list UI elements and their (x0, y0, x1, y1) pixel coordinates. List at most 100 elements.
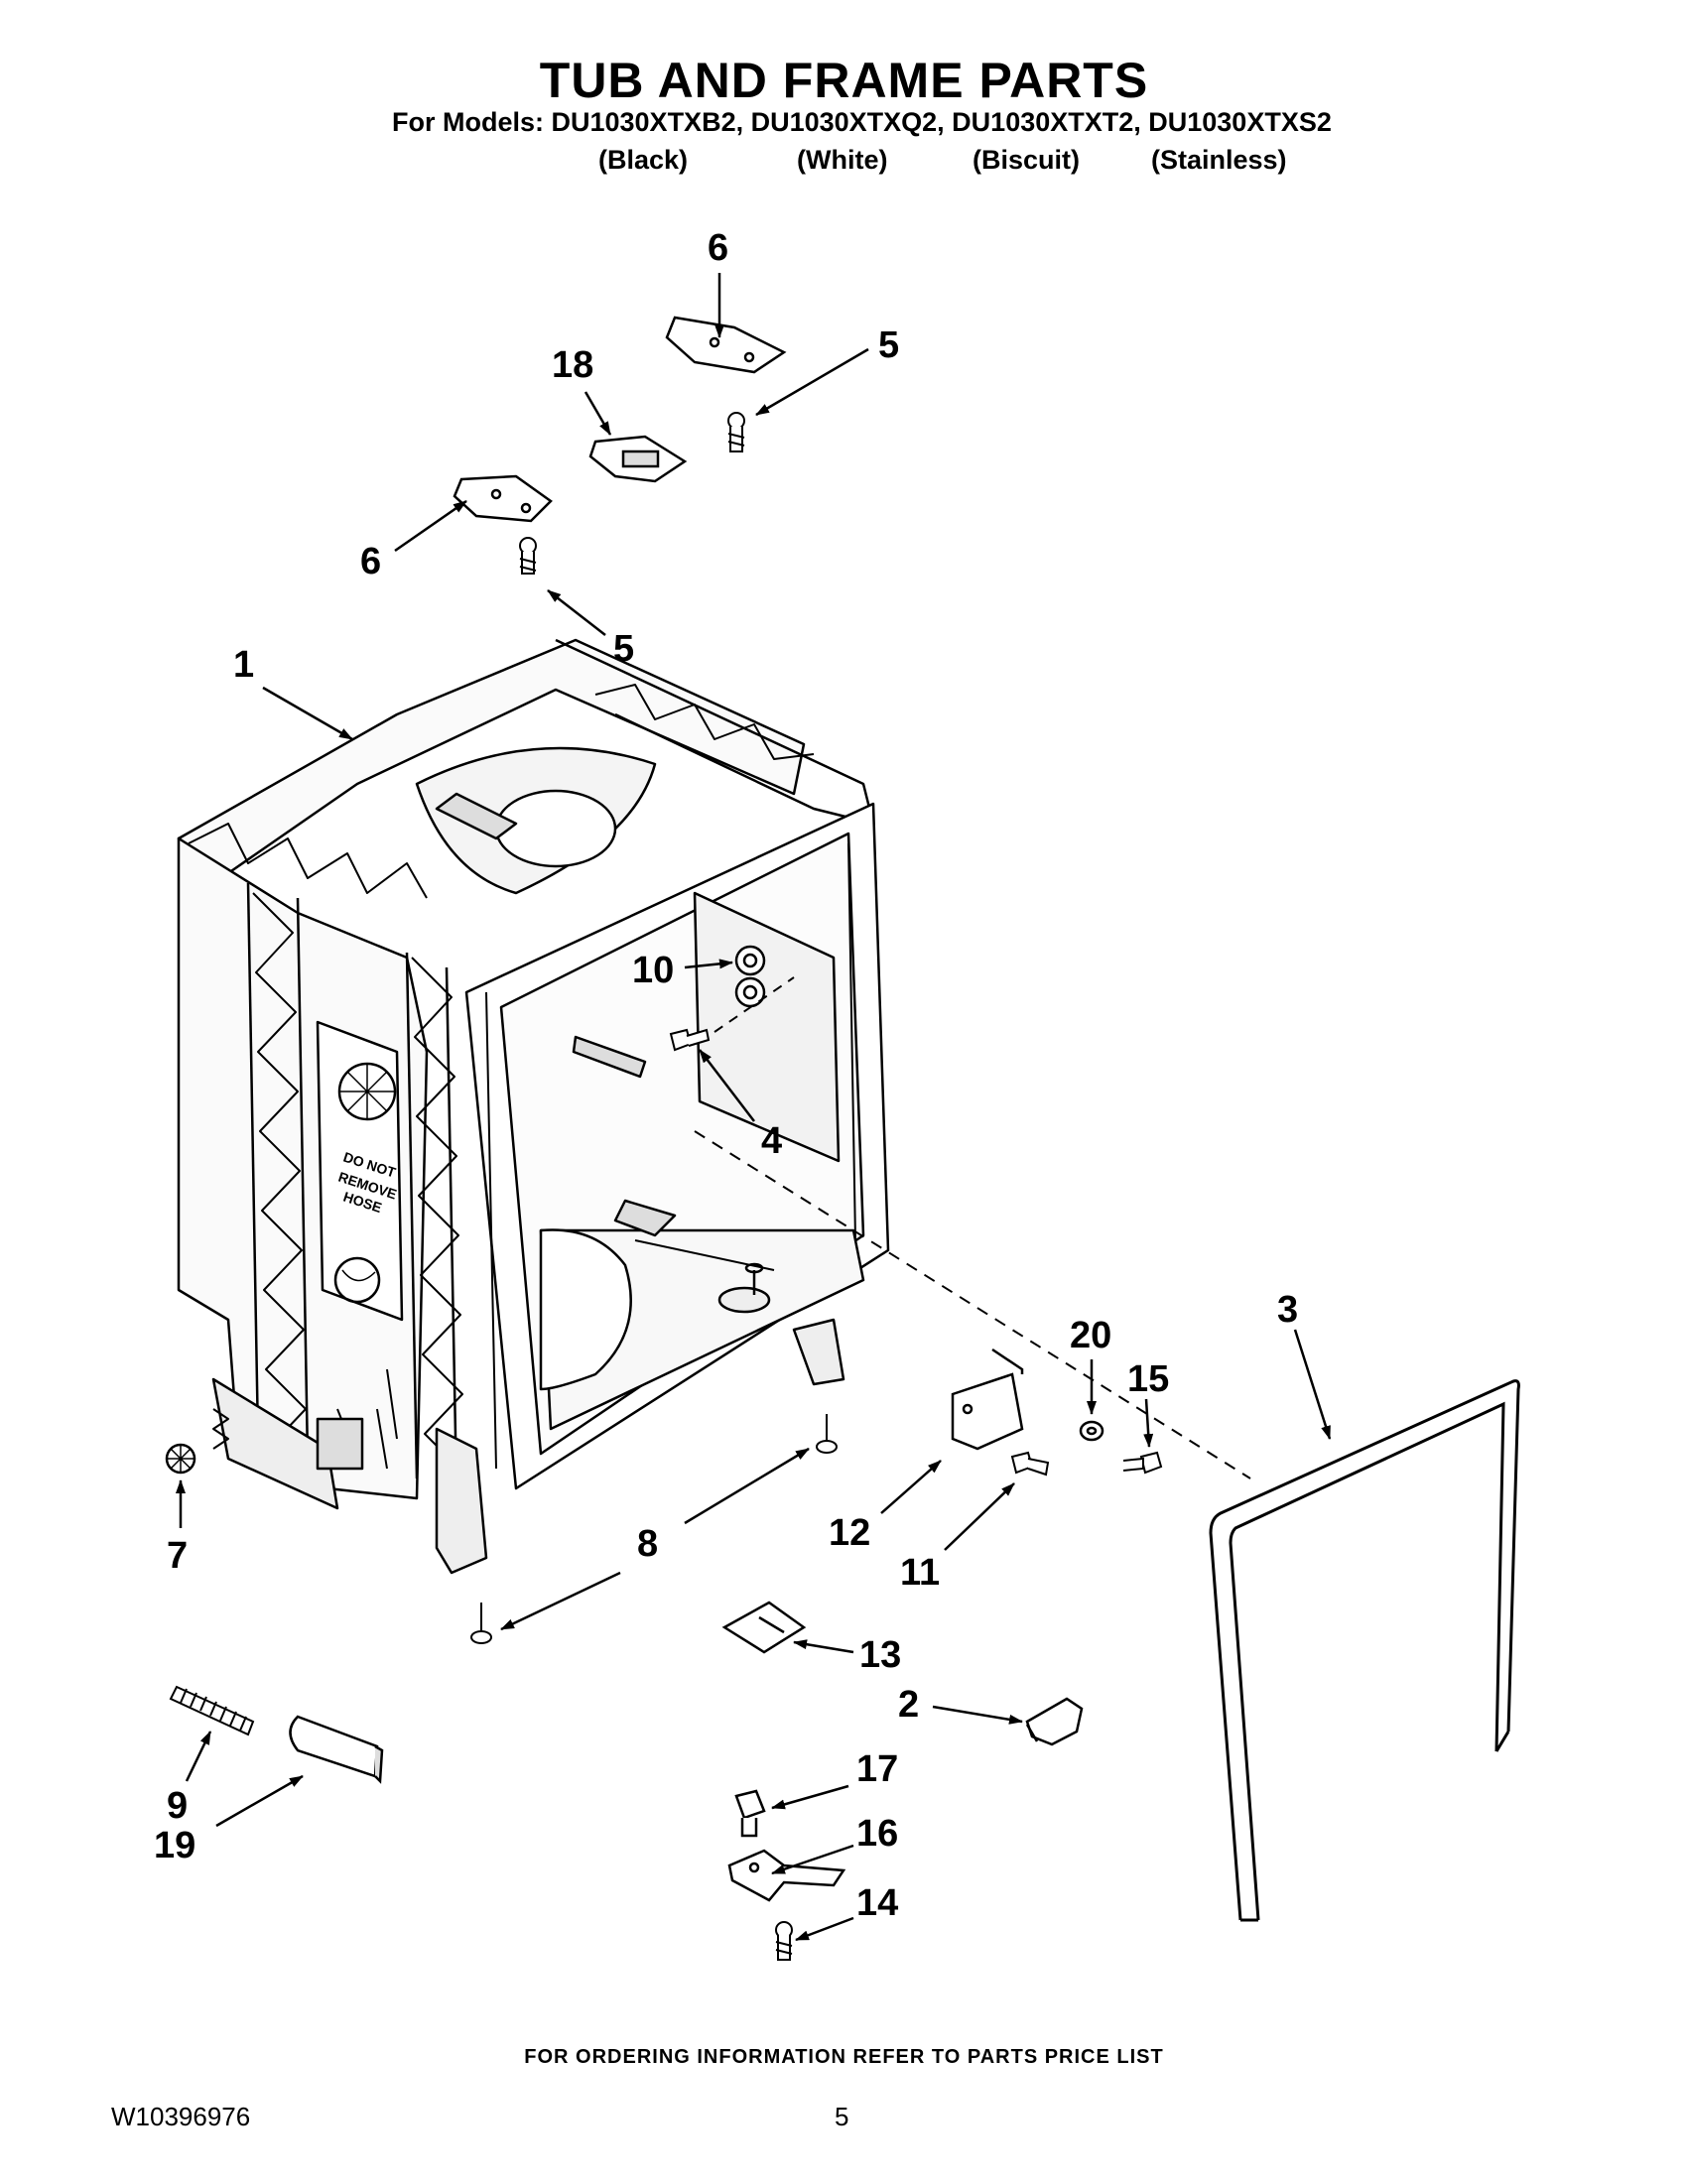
leader-1 (262, 686, 353, 741)
leader-5-left (547, 589, 606, 636)
part-13-pad (721, 1601, 807, 1654)
part-7-glide (165, 1443, 196, 1475)
tub-top-tab (435, 792, 518, 840)
page-number: 5 (835, 2102, 849, 2131)
callout-9: 9 (167, 1785, 188, 1827)
leader-6-left (394, 499, 467, 553)
tub-base-box (316, 1417, 364, 1471)
leader-3 (1293, 1329, 1332, 1440)
leader-4 (699, 1049, 755, 1122)
leader-11 (944, 1482, 1015, 1551)
tub-right-bracket (792, 1318, 845, 1386)
part-10-vent-assembly (734, 945, 766, 1008)
variant-black: (Black) (598, 145, 689, 175)
tub-left-frame-strip-a (246, 882, 260, 1440)
callout-labels: 6 5 18 6 5 1 10 4 3 20 15 12 11 8 7 13 2… (154, 227, 1298, 1924)
part-9-spring (169, 1685, 255, 1736)
callout-7: 7 (167, 1535, 188, 1577)
part-20-washer (1079, 1420, 1104, 1442)
callout-10: 10 (632, 950, 674, 991)
part-5-top-left-screw (519, 537, 537, 575)
part-18-clip (588, 435, 688, 483)
callout-6-left: 6 (360, 541, 381, 582)
leader-13 (793, 1639, 854, 1654)
part-6-top-right-bracket (665, 316, 787, 374)
leader-8-right (684, 1447, 810, 1525)
tub-sump-tab (613, 1199, 677, 1237)
leader-19 (215, 1774, 304, 1828)
part-8-leveling-leg-left (470, 1603, 492, 1644)
part-2-clip (1025, 1697, 1084, 1746)
callout-11: 11 (900, 1552, 940, 1594)
variant-biscuit: (Biscuit) (973, 145, 1080, 175)
document-number: W10396976 (111, 2102, 251, 2131)
callout-17: 17 (856, 1748, 898, 1790)
page-title: TUB AND FRAME PARTS (539, 53, 1149, 108)
tub-left-frame-strip-c (405, 952, 419, 1479)
leader-2 (932, 1705, 1023, 1725)
part-6-top-left-bracket (453, 474, 553, 523)
part-3-door-gasket (1209, 1379, 1520, 1922)
part-15-screw (1122, 1451, 1163, 1475)
leader-10 (684, 959, 733, 969)
tub-rib-zigzag-left (252, 892, 307, 1450)
variant-white: (White) (797, 145, 888, 175)
leader-5-top (755, 347, 869, 417)
part-8-leveling-leg-right (816, 1414, 838, 1454)
tub-base-left (211, 1377, 339, 1510)
leader-18 (584, 391, 612, 436)
callout-15: 15 (1127, 1358, 1169, 1400)
frame-leader-dashed (694, 1130, 1251, 1479)
callout-20: 20 (1070, 1315, 1111, 1356)
vent-leader-dashed (714, 976, 795, 1033)
tub-center-post-top (744, 1262, 764, 1274)
part-12-bracket (951, 1348, 1024, 1451)
leader-14 (795, 1916, 854, 1942)
tub-hose-fitting (333, 1256, 381, 1304)
callout-6-top: 6 (708, 227, 728, 269)
leader-lines (176, 273, 1332, 1942)
tub-rib-zigzag-top (188, 823, 428, 899)
callout-18: 18 (552, 344, 593, 386)
tub-sump-bowl (539, 1228, 632, 1391)
callout-8: 8 (637, 1523, 658, 1565)
models-line: For Models: DU1030XTXB2, DU1030XTXQ2, DU… (392, 107, 1332, 137)
part-14-screw (775, 1921, 793, 1961)
part-16-bracket (727, 1849, 846, 1902)
part-4-screw (669, 1028, 711, 1052)
tub-base-feet (212, 1408, 229, 1450)
part-11-screw (1010, 1451, 1050, 1477)
tub-rib-zigzag-top-right (594, 684, 815, 760)
leader-16 (771, 1844, 854, 1875)
part-17-nut (734, 1789, 766, 1838)
tub-left-leg-bracket (435, 1427, 488, 1575)
leader-8-left (500, 1571, 621, 1631)
callout-1: 1 (233, 644, 254, 686)
part-5-top-right-screw (727, 412, 745, 452)
leader-17 (771, 1784, 849, 1810)
callout-19: 19 (154, 1825, 195, 1866)
tub-left-frame-strip-b (296, 897, 310, 1460)
callout-2: 2 (898, 1684, 919, 1726)
callout-5-top: 5 (878, 324, 899, 366)
callout-4: 4 (761, 1120, 782, 1162)
leader-15 (1143, 1398, 1154, 1448)
callout-16: 16 (856, 1813, 898, 1855)
callout-12: 12 (829, 1512, 870, 1554)
tub-hose-wheel-spokes (339, 1064, 395, 1119)
tub-top-hole (494, 789, 617, 868)
tub-hose-fitting-inner (341, 1269, 376, 1282)
callout-14: 14 (856, 1882, 898, 1924)
leader-12 (880, 1460, 942, 1514)
tub-top-outline (177, 638, 806, 875)
callout-3: 3 (1277, 1289, 1298, 1331)
leader-9 (185, 1731, 212, 1782)
callout-13: 13 (859, 1634, 901, 1676)
variant-stainless: (Stainless) (1151, 145, 1287, 175)
tub-rib-zigzag-mid (411, 957, 465, 1475)
ordering-info-note: FOR ORDERING INFORMATION REFER TO PARTS … (524, 2046, 1164, 2068)
tub-front-frame-lip (485, 842, 856, 1470)
tub-center-post (717, 1286, 771, 1314)
tub-assembly: DO NOT REMOVE HOSE (177, 638, 890, 1575)
